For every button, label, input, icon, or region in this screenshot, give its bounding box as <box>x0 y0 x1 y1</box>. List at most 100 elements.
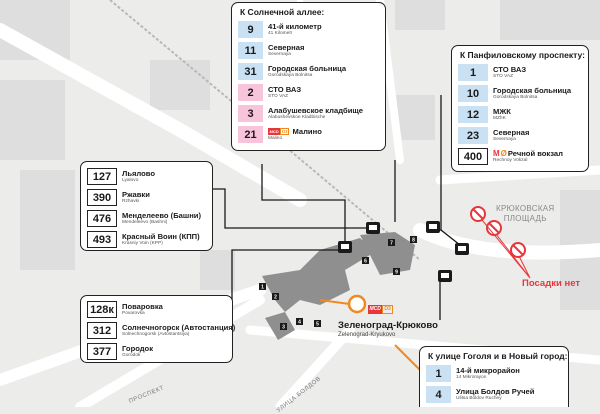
route-destination-en: Povarovka <box>122 311 145 316</box>
square-label: КРЮКОВСКАЯ ПЛОЩАДЬ <box>496 204 555 224</box>
route-number: 1 <box>458 64 488 81</box>
no-boarding-lines <box>481 219 531 279</box>
route-destination-en: Alabushevskoe Kladbische <box>268 115 326 120</box>
route-number: 10 <box>458 85 488 102</box>
route-destination-en: Severnaya <box>268 52 291 57</box>
mcd-ring-icon: Ø <box>500 149 507 158</box>
stop-pointer-lines <box>212 95 461 320</box>
stop-number-5: 5 <box>316 322 319 328</box>
route-number: 127 <box>87 168 117 185</box>
metro-icon: M <box>493 149 500 158</box>
route-destination-en: Lyalovo <box>122 178 139 183</box>
route-number: 2 <box>238 84 263 101</box>
route-number: 400 <box>458 148 488 165</box>
route-number: 476 <box>87 210 117 227</box>
route-destination-en: Ulitsa Boldov Ruchey <box>456 396 502 401</box>
route-row[interactable]: 493 Красный Воин (КПП)Krasniy Voin (KPP) <box>87 230 206 249</box>
route-destination-en: Gorodok <box>122 353 141 358</box>
stop-number-3: 3 <box>282 325 285 331</box>
station-building <box>262 232 415 340</box>
bus-stop-icon[interactable] <box>438 270 452 282</box>
route-destination: СТО ВАЗ <box>493 65 527 74</box>
route-destination-en: Mendeleevo (Bashni) <box>122 220 168 225</box>
stop-number-6: 6 <box>364 259 367 265</box>
mcd-line: D3 <box>382 304 393 314</box>
route-number: 390 <box>87 189 117 206</box>
route-destination: 41-й километр <box>268 22 322 31</box>
route-destination-en: Rechnoy Vokzal <box>493 158 528 163</box>
route-number: 1 <box>426 365 451 382</box>
route-destination-en: MZhK <box>493 116 506 121</box>
route-destination-en: Solnechnogorsk (Avtostantsiya) <box>122 332 190 337</box>
stop-number-7: 7 <box>390 241 393 247</box>
route-destination: СТО ВАЗ <box>268 85 302 94</box>
route-destination: Красный Воин (КПП) <box>122 232 200 241</box>
bus-stop-icons[interactable] <box>338 221 469 282</box>
route-row[interactable]: 476 Менделеево (Башни)Mendeleevo (Bashni) <box>87 209 206 228</box>
route-destination-en: Malino <box>268 136 283 141</box>
stop-number-9: 9 <box>395 270 398 276</box>
railway-line <box>109 0 421 261</box>
box-title: К Солнечной аллее: <box>240 7 325 17</box>
square-label-line1: КРЮКОВСКАЯ <box>496 204 555 213</box>
route-destination: Солнечногорск (Автостанция) <box>122 323 236 332</box>
route-destination: Городская больница <box>268 64 347 73</box>
station-marker <box>347 294 367 314</box>
route-number: 312 <box>87 322 117 339</box>
stop-numbers: 1 2 3 4 5 6 7 8 9 <box>259 236 417 331</box>
bus-stop-icon[interactable] <box>426 221 440 233</box>
route-number: 493 <box>87 231 117 248</box>
route-destination-en: 14 Mikrorayon <box>456 375 487 380</box>
walk-path-2 <box>394 344 421 371</box>
bus-stop-icon[interactable] <box>338 241 352 253</box>
station-name: Зеленоград-Крюково <box>338 320 438 331</box>
route-destination: МЖК <box>493 107 511 116</box>
route-number: 12 <box>458 106 488 123</box>
route-destination: Поваровка <box>122 302 163 311</box>
route-destination-en: STO VAZ <box>268 94 289 99</box>
route-destination: Льялово <box>122 169 155 178</box>
route-destination-en: Rzhavki <box>122 199 140 204</box>
route-destination-en: 41 Kilometr <box>268 31 293 36</box>
bus-stop-icon[interactable] <box>455 243 469 255</box>
route-destination: Менделеево (Башни) <box>122 211 201 220</box>
box-title: К Панфиловскому проспекту: <box>460 50 585 60</box>
route-destination: Городская больница <box>493 86 572 95</box>
box-title: К улице Гоголя и в Новый город: <box>428 351 568 361</box>
route-number: 21 <box>238 126 263 143</box>
route-number: 9 <box>238 21 263 38</box>
station-name-en: Zelenograd-Kryukovo <box>338 332 396 338</box>
route-destination: Городок <box>122 344 154 353</box>
route-row[interactable]: 312 Солнечногорск (Автостанция)Solnechnog… <box>87 321 235 340</box>
stop-number-1: 1 <box>261 285 264 291</box>
no-entry-icon <box>470 206 486 222</box>
square-label-line2: ПЛОЩАДЬ <box>503 214 547 223</box>
stop-number-8: 8 <box>412 238 415 244</box>
route-destination-en: Krasniy Voin (KPP) <box>122 241 163 246</box>
bus-stop-icon[interactable] <box>366 222 380 234</box>
stop-number-4: 4 <box>298 320 301 326</box>
